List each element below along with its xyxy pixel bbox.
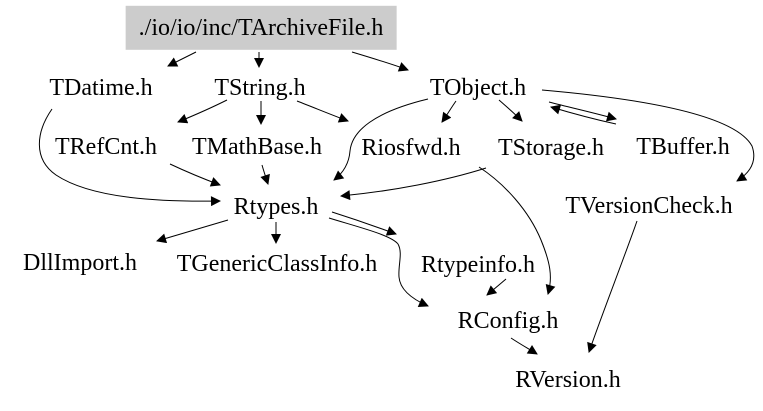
edge-tdatime-rtypes [38, 108, 221, 207]
edge-tobject-riosfwd [441, 100, 457, 123]
graph-node-tversioncheck[interactable]: TVersionCheck.h [565, 192, 733, 219]
graph-node-rversion[interactable]: RVersion.h [515, 366, 621, 393]
graph-node-dllimport[interactable]: DllImport.h [23, 249, 137, 276]
graph-node-tarchivefile: ./io/io/inc/TArchiveFile.h [125, 5, 397, 51]
edge-rtypes-dllimport [156, 219, 229, 244]
edge-trefcnt-rtypes [169, 163, 221, 187]
edge-rtypes-rconfig [328, 217, 429, 307]
graph-node-tstring[interactable]: TString.h [214, 74, 306, 101]
graph-node-rconfig[interactable]: RConfig.h [457, 307, 559, 334]
edge-rconfig-rversion [510, 337, 538, 355]
edge-tstring-trefcnt [177, 99, 228, 124]
edge-tobject-tversioncheck [541, 89, 755, 182]
graph-node-rtypeinfo[interactable]: Rtypeinfo.h [421, 251, 535, 278]
edge-tobject-tbuffer [548, 101, 617, 122]
edge-tobject-rtypes [333, 98, 429, 181]
edge-tobject-tstorage [498, 99, 523, 122]
graph-node-trefcnt[interactable]: TRefCnt.h [55, 133, 157, 160]
graph-node-rtypes[interactable]: Rtypes.h [233, 193, 319, 220]
edge-rtypeinfo-rconfig [486, 278, 507, 296]
graph-node-riosfwd[interactable]: Riosfwd.h [361, 134, 461, 161]
edge-tstring-riosfwd [296, 100, 349, 123]
edge-tbuffer-tobject [550, 104, 617, 125]
graph-node-tmathbase[interactable]: TMathBase.h [192, 133, 322, 160]
edge-tarchivefile-tdatime [167, 51, 197, 67]
edge-rtypes-rtypeinfo [331, 211, 397, 236]
edge-tstorage-rtypes [340, 167, 487, 201]
edge-tmathbase-rtypes [260, 164, 270, 185]
edge-tversioncheck-rversion [587, 220, 638, 353]
graph-node-tobject[interactable]: TObject.h [429, 74, 527, 101]
graph-node-tstorage[interactable]: TStorage.h [498, 134, 604, 161]
edge-group [38, 51, 755, 355]
graph-node-tdatime[interactable]: TDatime.h [49, 74, 153, 101]
edge-riosfwd-rconfig [478, 166, 556, 295]
graph-node-tgenericclassinfo[interactable]: TGenericClassInfo.h [176, 250, 378, 277]
edge-tarchivefile-tobject [351, 51, 409, 72]
graph-node-tbuffer[interactable]: TBuffer.h [636, 133, 730, 160]
